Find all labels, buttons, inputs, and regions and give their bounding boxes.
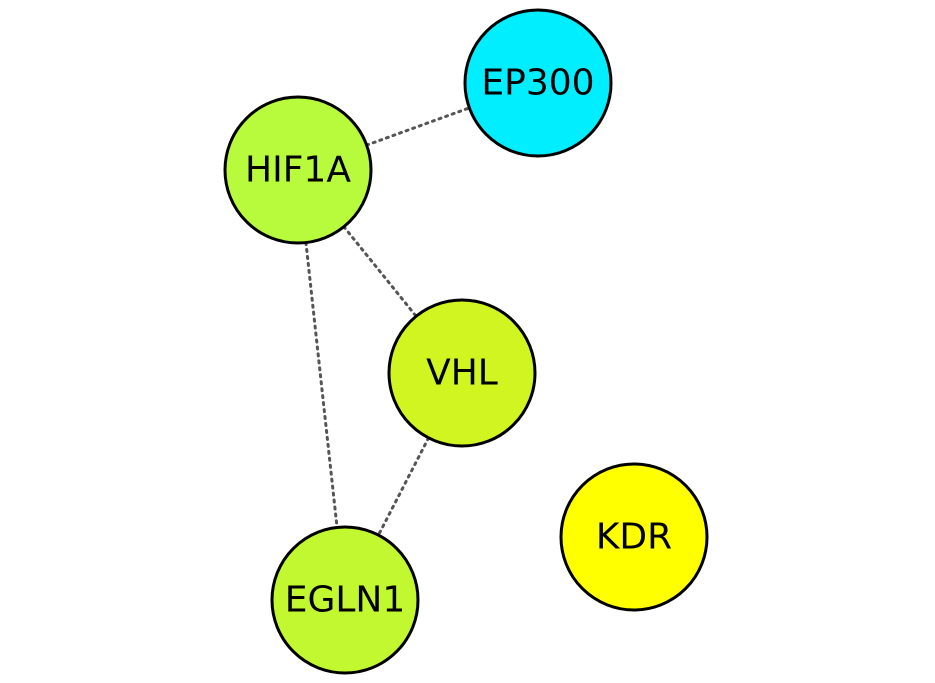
edges-layer	[304, 106, 471, 537]
edge-hif1a-vhl	[342, 225, 418, 318]
node-label: VHL	[426, 353, 498, 394]
node-circle[interactable]	[463, 8, 613, 158]
node-label: HIF1A	[245, 150, 351, 191]
node-vhl[interactable]: VHL	[387, 298, 537, 448]
edge-vhl-egln1	[376, 436, 431, 537]
node-kdr[interactable]: KDR	[559, 462, 709, 612]
node-label: EGLN1	[285, 580, 406, 621]
node-ep300[interactable]: EP300	[463, 8, 613, 158]
node-label: KDR	[596, 517, 672, 558]
node-circle[interactable]	[559, 462, 709, 612]
node-hif1a[interactable]: HIF1A	[223, 95, 373, 245]
edge-hif1a-ep300	[365, 106, 471, 147]
edge-hif1a-egln1	[304, 241, 339, 529]
node-circle[interactable]	[387, 298, 537, 448]
node-egln1[interactable]: EGLN1	[270, 525, 420, 675]
node-circle[interactable]	[223, 95, 373, 245]
node-circle[interactable]	[270, 525, 420, 675]
node-label: EP300	[481, 63, 594, 104]
